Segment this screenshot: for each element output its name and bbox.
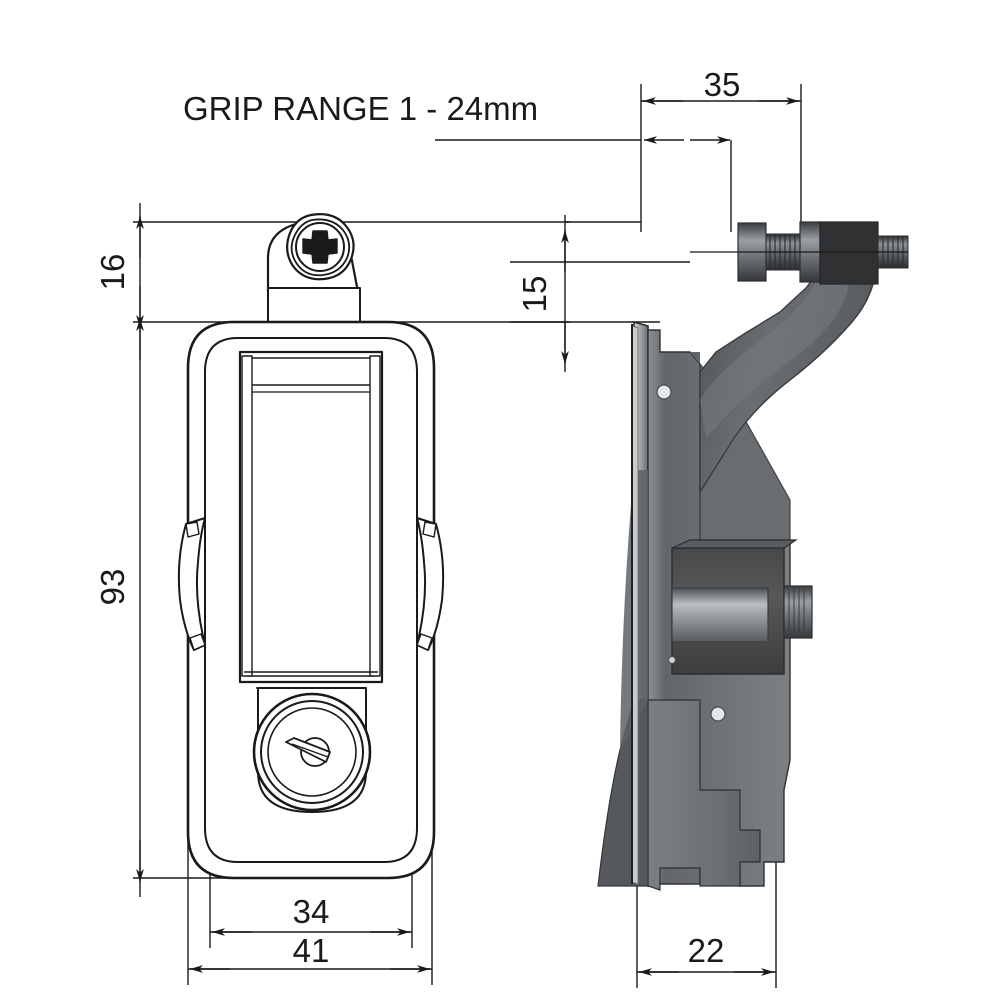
dim-label-22: 22 (688, 932, 725, 969)
dim-label-93: 93 (94, 569, 131, 606)
flange-screw-hole-upper (656, 384, 672, 400)
flange-screw-hole-small (668, 656, 676, 664)
screw-head (286, 213, 355, 281)
handle-rail-left (241, 355, 253, 677)
dim-label-15: 15 (516, 276, 553, 313)
cam-arm-highlight (700, 252, 851, 438)
dim-label-35: 35 (704, 66, 741, 103)
text-labels-group: GRIP RANGE 1 - 24mm 16 93 34 41 35 15 22 (94, 66, 740, 969)
lock-housing-top-face (671, 539, 798, 549)
keyhole-icon (285, 737, 331, 767)
side-body-lower-tail (647, 699, 761, 891)
grip-wing-left-inner (185, 521, 200, 538)
handle-aperture-inner (247, 357, 375, 677)
lock-thumb-screw (783, 585, 813, 639)
dim-label-41: 41 (293, 932, 330, 969)
flange-screw-hole-lower (710, 706, 726, 722)
handle-rail-right (369, 355, 381, 677)
dim-label-16: 16 (94, 254, 131, 291)
grip-wing-right-inner-bottom (416, 633, 433, 651)
drawing-title: GRIP RANGE 1 - 24mm (183, 90, 538, 127)
side-lock-housing (671, 539, 813, 675)
screw-cross-slot-icon (302, 230, 338, 264)
cam-tab-base (267, 287, 361, 323)
keyhole-slot-line (291, 743, 329, 758)
dim-label-34: 34 (293, 893, 330, 930)
front-view-group (177, 213, 445, 880)
lock-cylinder-barrel (671, 587, 769, 643)
thumb-screw-knurl (788, 586, 805, 638)
grip-wing-right-inner (422, 521, 437, 538)
grip-wing-left-inner-bottom (189, 633, 206, 651)
adjuster-bolt-assembly (690, 221, 909, 285)
side-view-group (597, 221, 909, 891)
bolt-dark-block (819, 221, 879, 285)
